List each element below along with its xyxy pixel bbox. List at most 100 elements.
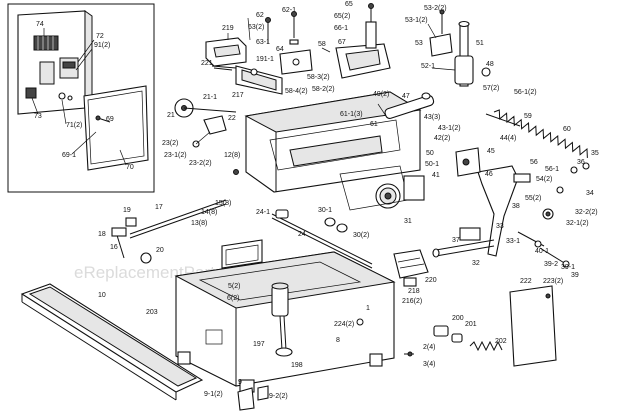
part-label: 56: [530, 159, 538, 166]
part-label: 39-1: [561, 264, 575, 271]
part-label: 60: [563, 126, 571, 133]
part-label: 61: [370, 121, 378, 128]
part-label: 10: [98, 292, 106, 299]
part-label: 44(4): [500, 135, 516, 142]
coolant-pump-197: [271, 282, 293, 357]
part-label: 62-1: [282, 7, 296, 14]
part-label: 191-1: [256, 56, 274, 63]
part-label: 23-1(2): [164, 152, 187, 159]
part-label: 74: [36, 21, 44, 28]
screw-65: [368, 3, 374, 9]
part-label: 32-1(2): [566, 220, 589, 227]
part-label: 63-1: [256, 39, 270, 46]
part-label: 63(2): [248, 24, 264, 31]
part-label: 58-4(2): [285, 88, 308, 95]
part-label: 18: [98, 231, 106, 238]
part-label: 30-1: [318, 207, 332, 214]
part-label: 61-1(3): [340, 111, 363, 118]
part-label: 73: [34, 113, 42, 120]
part-label: 38: [512, 203, 520, 210]
part-label: 221: [201, 60, 213, 67]
part-label: 41: [432, 172, 440, 179]
part-label: 55(2): [525, 195, 541, 202]
chip-tray-10: [20, 283, 204, 401]
stop-block-assembly: [321, 3, 391, 79]
part-label: 53-1(2): [405, 17, 428, 24]
part-label: 69: [106, 116, 114, 123]
part-label: 22: [228, 115, 236, 122]
part-label: 216(2): [402, 298, 422, 305]
part-label: 23-2(2): [189, 160, 212, 167]
part-label: 218: [408, 288, 420, 295]
spring-60: [493, 109, 588, 158]
part-label: 16: [110, 244, 118, 251]
part-label: 57(2): [483, 85, 499, 92]
relay-71: [39, 61, 55, 85]
part-label: 43-1(2): [438, 125, 461, 132]
part-label: 50-1: [425, 161, 439, 168]
door-panel-70: [83, 85, 149, 171]
part-label: 21: [167, 112, 175, 119]
part-label: 5(2): [228, 283, 240, 290]
part-label: 223(2): [543, 278, 563, 285]
part-label: 71(2): [66, 122, 82, 129]
part-label: 62: [256, 12, 264, 19]
part-label: 65(2): [334, 13, 350, 20]
part-label: 47: [402, 93, 410, 100]
part-label: 30(2): [353, 232, 369, 239]
part-number-labels: 747291(2)7371(2)6969-170219221217191-162…: [34, 1, 599, 400]
part-label: 31: [404, 218, 412, 225]
part-label: 67: [338, 39, 346, 46]
knob-20: [140, 252, 152, 264]
part-label: 43(3): [424, 114, 440, 121]
part-label: 58-2(2): [312, 86, 335, 93]
part-label: 32-2(2): [575, 209, 598, 216]
part-label: 8: [336, 337, 340, 344]
clamp-22: [203, 115, 227, 135]
cylinder-body: [454, 55, 474, 85]
leadscrew-17: [111, 199, 227, 264]
part-label: 217: [232, 92, 244, 99]
bracket-64-assembly: [265, 11, 313, 75]
inset-frame: [7, 3, 155, 193]
part-label: 58-3(2): [307, 74, 330, 81]
part-label: 202: [495, 338, 507, 345]
part-label: 17: [155, 204, 163, 211]
part-label: 39-2: [544, 261, 558, 268]
part-label: 56-1: [545, 166, 559, 173]
part-label: 59: [524, 113, 532, 120]
part-label: 52-1: [421, 63, 435, 70]
part-label: 51: [476, 40, 484, 47]
part-label: 33-1: [506, 238, 520, 245]
part-label: 45: [487, 148, 495, 155]
screw-62-1: [291, 11, 297, 17]
part-label: 20: [156, 247, 164, 254]
part-label: 48: [486, 61, 494, 68]
part-label: 23(2): [162, 140, 178, 147]
part-label: 53-2(2): [424, 5, 447, 12]
vise-jaw-assembly: [205, 17, 283, 95]
part-label: 70: [126, 164, 134, 171]
part-label: 3(4): [423, 361, 435, 368]
part-label: 91(2): [94, 42, 110, 49]
base-cabinet: [174, 239, 396, 393]
part-label: 1: [366, 305, 370, 312]
part-label: 12(8): [224, 152, 240, 159]
part-label: 219: [222, 25, 234, 32]
part-label: 201: [465, 321, 477, 328]
fuse-73: [25, 87, 37, 99]
part-label: 224(2): [334, 321, 354, 328]
part-label: 9: [238, 379, 242, 386]
saw-frame: [174, 91, 435, 211]
part-label: 14(8): [201, 209, 217, 216]
part-label: 220: [425, 277, 437, 284]
hydraulic-cylinder-assembly: [427, 9, 491, 87]
part-label: 33: [496, 223, 504, 230]
part-label: 19: [123, 207, 131, 214]
part-label: 24: [298, 231, 306, 238]
part-label: 72: [96, 33, 104, 40]
coolant-fitting-assembly: [404, 325, 503, 357]
part-label: 32: [472, 260, 480, 267]
